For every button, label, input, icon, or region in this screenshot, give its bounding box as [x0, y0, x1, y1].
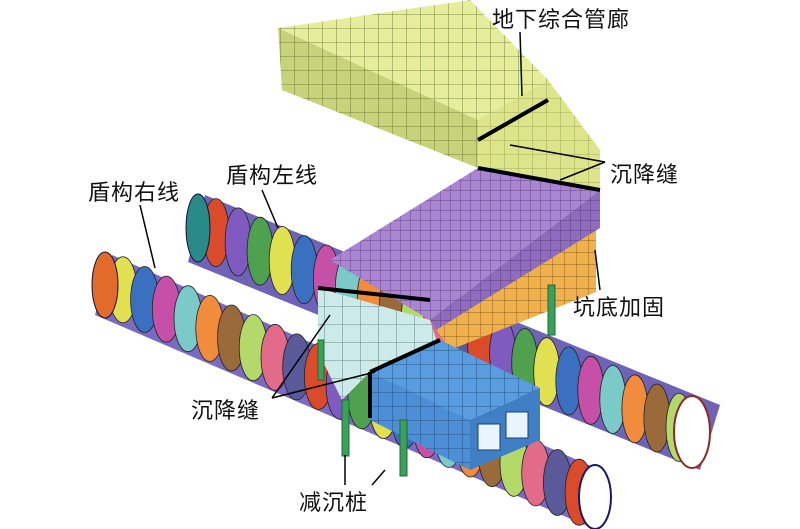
leader-lines — [139, 31, 606, 486]
joint-lines — [317, 98, 601, 418]
label-shield-left-line: 盾构左线 — [226, 164, 319, 189]
tunnel-ring — [290, 235, 318, 305]
upper-joint-block — [478, 80, 600, 190]
pit-bottom-reinforcement — [430, 228, 596, 350]
label-utility-tunnel: 地下综合管廊 — [492, 8, 631, 33]
tunnel-ring — [246, 216, 274, 286]
lower-joint-block — [318, 288, 440, 400]
label-pit-bottom-reinforcement: 坑底加固 — [573, 296, 666, 321]
utility-tunnel-upper-segment — [278, 0, 548, 168]
tunnel-ring — [643, 383, 671, 453]
blue-tunnel-block — [370, 340, 540, 470]
left-tunnel-end-opening — [673, 395, 711, 469]
middle-tunnel-block — [330, 168, 600, 330]
label-settlement-joint-upper: 沉降缝 — [610, 163, 680, 188]
label-shield-right-line: 盾构右线 — [88, 181, 181, 206]
tunnel-ring — [599, 365, 627, 434]
label-settlement-reducing-piles: 减沉桩 — [299, 491, 369, 516]
label-settlement-joint-lower: 沉降缝 — [191, 399, 261, 424]
